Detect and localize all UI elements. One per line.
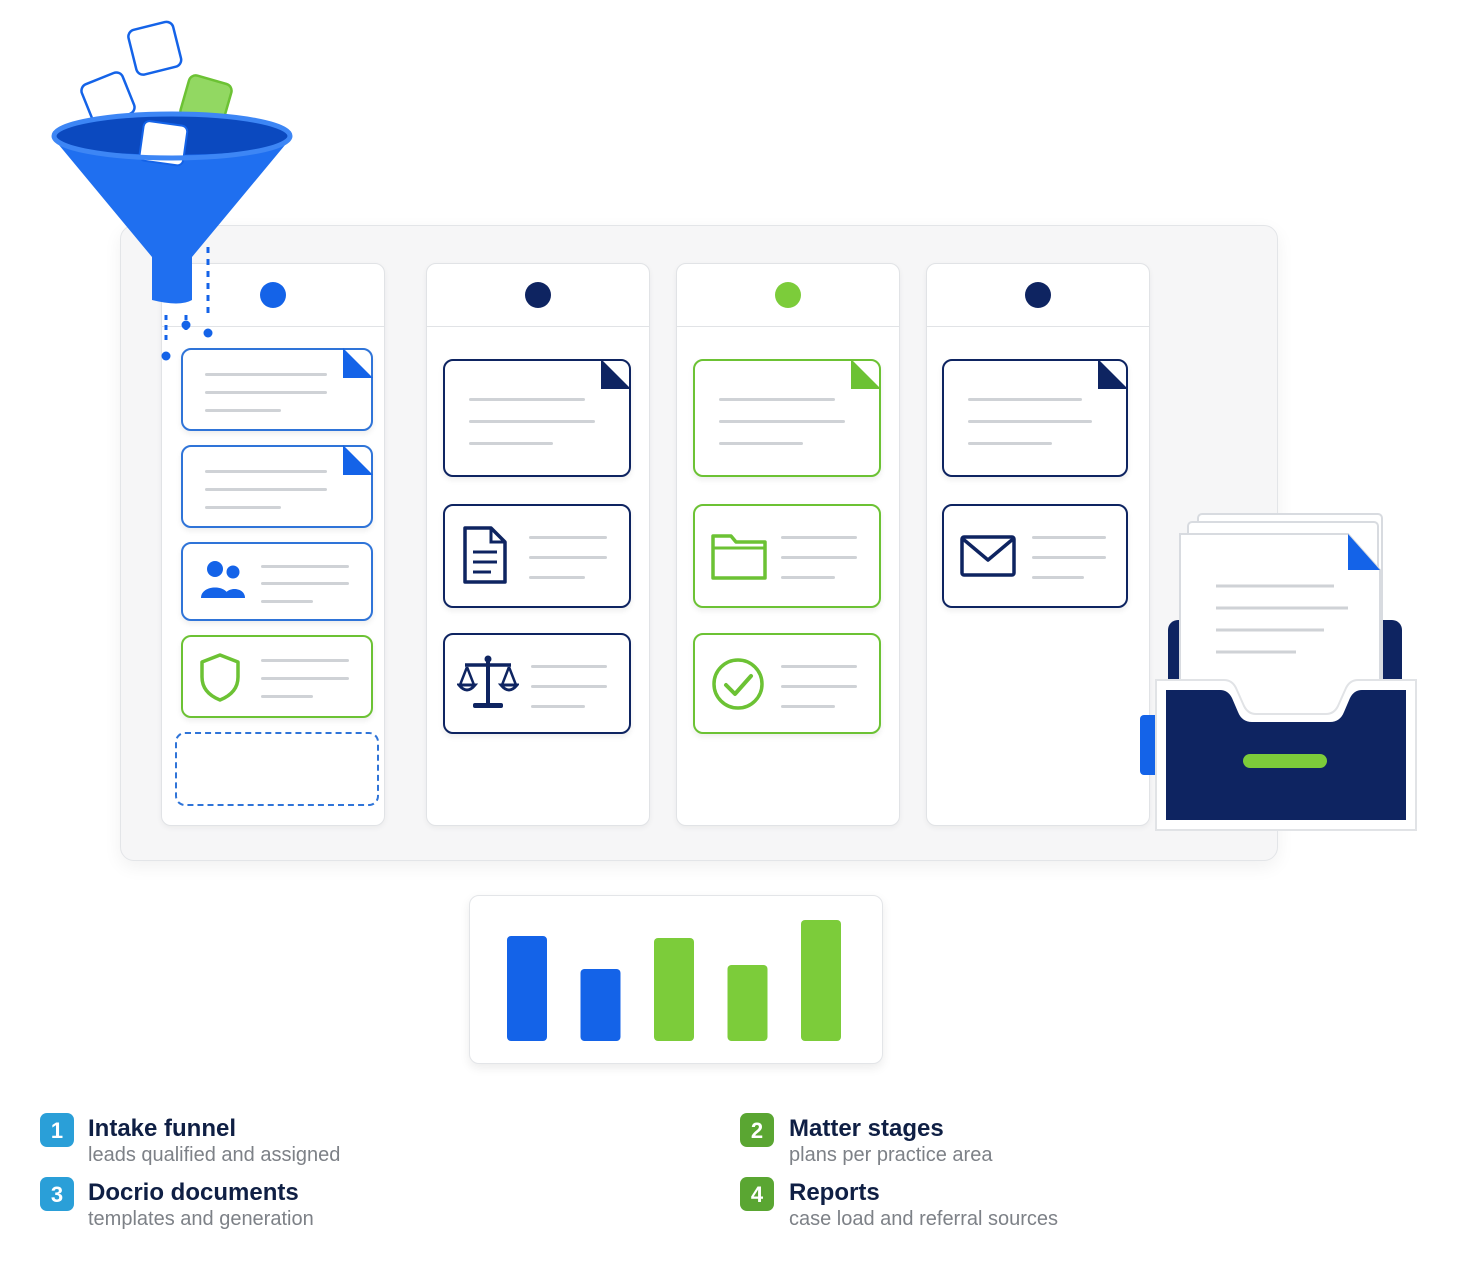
legend-2-number-badge: 2 <box>740 1113 774 1147</box>
folder-card[interactable] <box>693 504 881 608</box>
shield-icon <box>200 653 240 702</box>
legend-3-title: Docrio documents <box>88 1179 299 1206</box>
column-header <box>927 264 1149 327</box>
column-status-dot <box>260 282 286 308</box>
conflict-check-card[interactable] <box>181 635 373 718</box>
column-header <box>162 264 384 327</box>
page-corner-icon <box>343 445 373 475</box>
people-icon <box>201 561 245 598</box>
legend-4-number-badge: 4 <box>740 1177 774 1211</box>
matter-doc-card[interactable] <box>443 359 631 477</box>
file-tray-icon <box>1140 513 1417 831</box>
intake-doc-card[interactable] <box>181 445 373 528</box>
legend-3-subtitle: templates and generation <box>88 1208 314 1230</box>
funnel-icon <box>51 20 293 361</box>
legend-2-title: Matter stages <box>789 1115 944 1142</box>
plan-doc-card[interactable] <box>693 359 881 477</box>
scales-icon <box>457 655 519 708</box>
legend-1-title: Intake funnel <box>88 1115 237 1142</box>
chart-bar <box>507 936 547 1041</box>
intake-doc-card[interactable] <box>181 348 373 431</box>
chart-bar <box>580 969 621 1041</box>
page-corner-icon <box>1098 359 1128 389</box>
completed-card[interactable] <box>693 633 881 734</box>
empty-drop-slot[interactable] <box>175 732 379 806</box>
column-header <box>677 264 899 327</box>
column-status-dot <box>775 282 801 308</box>
envelope-icon <box>960 535 1016 577</box>
contacts-card[interactable] <box>181 542 373 621</box>
chart-bar <box>654 938 694 1041</box>
document-icon <box>463 526 507 584</box>
chart-bar <box>727 965 768 1041</box>
page-corner-icon <box>851 359 881 389</box>
column-header <box>427 264 649 327</box>
legend-1-number-badge: 1 <box>40 1113 74 1147</box>
page-corner-icon <box>343 348 373 378</box>
legend-4-title: Reports <box>789 1179 880 1206</box>
chart-bar <box>801 920 841 1041</box>
legal-card[interactable] <box>443 633 631 734</box>
folder-icon <box>711 534 767 580</box>
column-status-dot <box>1025 282 1051 308</box>
column-status-dot <box>525 282 551 308</box>
check-circle-icon <box>712 658 764 710</box>
bar-chart <box>507 920 841 1041</box>
email-card[interactable] <box>942 504 1128 608</box>
page-corner-icon <box>601 359 631 389</box>
legend-4-subtitle: case load and referral sources <box>789 1208 1059 1230</box>
legend-1-subtitle: leads qualified and assigned <box>88 1144 341 1166</box>
report-chart <box>469 895 883 1064</box>
legend-3-number-badge: 3 <box>40 1177 74 1211</box>
legend-2-subtitle: plans per practice area <box>789 1144 993 1166</box>
communication-doc-card[interactable] <box>942 359 1128 477</box>
document-card[interactable] <box>443 504 631 608</box>
